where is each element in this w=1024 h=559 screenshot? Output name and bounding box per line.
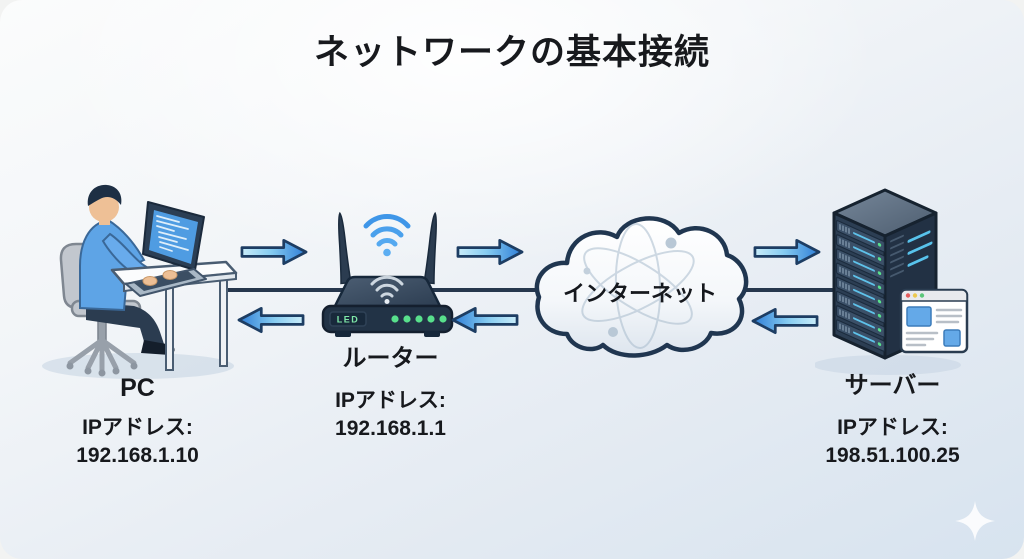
router-top-wifi-icon bbox=[370, 275, 404, 298]
arrow-right-icon bbox=[753, 238, 821, 266]
arrow-left-icon bbox=[751, 307, 819, 335]
wifi-signal-icon bbox=[363, 214, 411, 257]
page-title: ネットワークの基本接続 bbox=[313, 33, 710, 72]
server-ip-label: IPアドレス: bbox=[837, 416, 948, 439]
server-shadow bbox=[815, 355, 961, 375]
arrow-left-icon bbox=[451, 306, 519, 334]
node-label-server: サーバー bbox=[844, 372, 941, 399]
node-label-internet: インターネット bbox=[562, 281, 717, 306]
router-antennas bbox=[338, 211, 437, 285]
connection-line bbox=[222, 288, 834, 292]
laptop-keyboard bbox=[134, 271, 196, 291]
server-icon bbox=[815, 188, 969, 375]
arrow-right-icon bbox=[240, 238, 308, 266]
sparkle-icon bbox=[955, 501, 995, 541]
server-side-detail bbox=[890, 230, 933, 278]
arrow-left-icon bbox=[237, 306, 305, 334]
router-led-lights bbox=[391, 315, 447, 323]
server-ip-value: 198.51.100.25 bbox=[825, 444, 960, 467]
pc-ip-value: 192.168.1.10 bbox=[76, 444, 199, 467]
cloud-icon bbox=[534, 216, 749, 358]
router-body: LED bbox=[321, 275, 454, 337]
router-icon: LED bbox=[321, 211, 454, 337]
pc-ip-label: IPアドレス: bbox=[82, 416, 193, 439]
laptop bbox=[125, 201, 207, 297]
server-units bbox=[835, 220, 886, 352]
person bbox=[79, 184, 175, 355]
laptop-screen bbox=[149, 210, 198, 264]
router-ip-label: IPアドレス: bbox=[335, 389, 446, 412]
arrow-right-icon bbox=[456, 238, 524, 266]
person-at-desk-with-laptop-icon bbox=[42, 184, 238, 379]
router-label-block: ルーター IPアドレス: 192.168.1.1 bbox=[298, 344, 483, 443]
router-led-label: LED bbox=[337, 315, 360, 325]
node-label-router: ルーター bbox=[342, 345, 439, 372]
server-label-block: サーバー IPアドレス: 198.51.100.25 bbox=[800, 371, 985, 470]
code-lines bbox=[156, 215, 189, 252]
webpage-window bbox=[899, 288, 969, 354]
pc-label-block: PC IPアドレス: 192.168.1.10 bbox=[40, 373, 235, 470]
atom-orbits bbox=[581, 223, 695, 349]
node-label-pc: PC bbox=[120, 374, 155, 402]
router-ip-value: 192.168.1.1 bbox=[335, 417, 446, 440]
